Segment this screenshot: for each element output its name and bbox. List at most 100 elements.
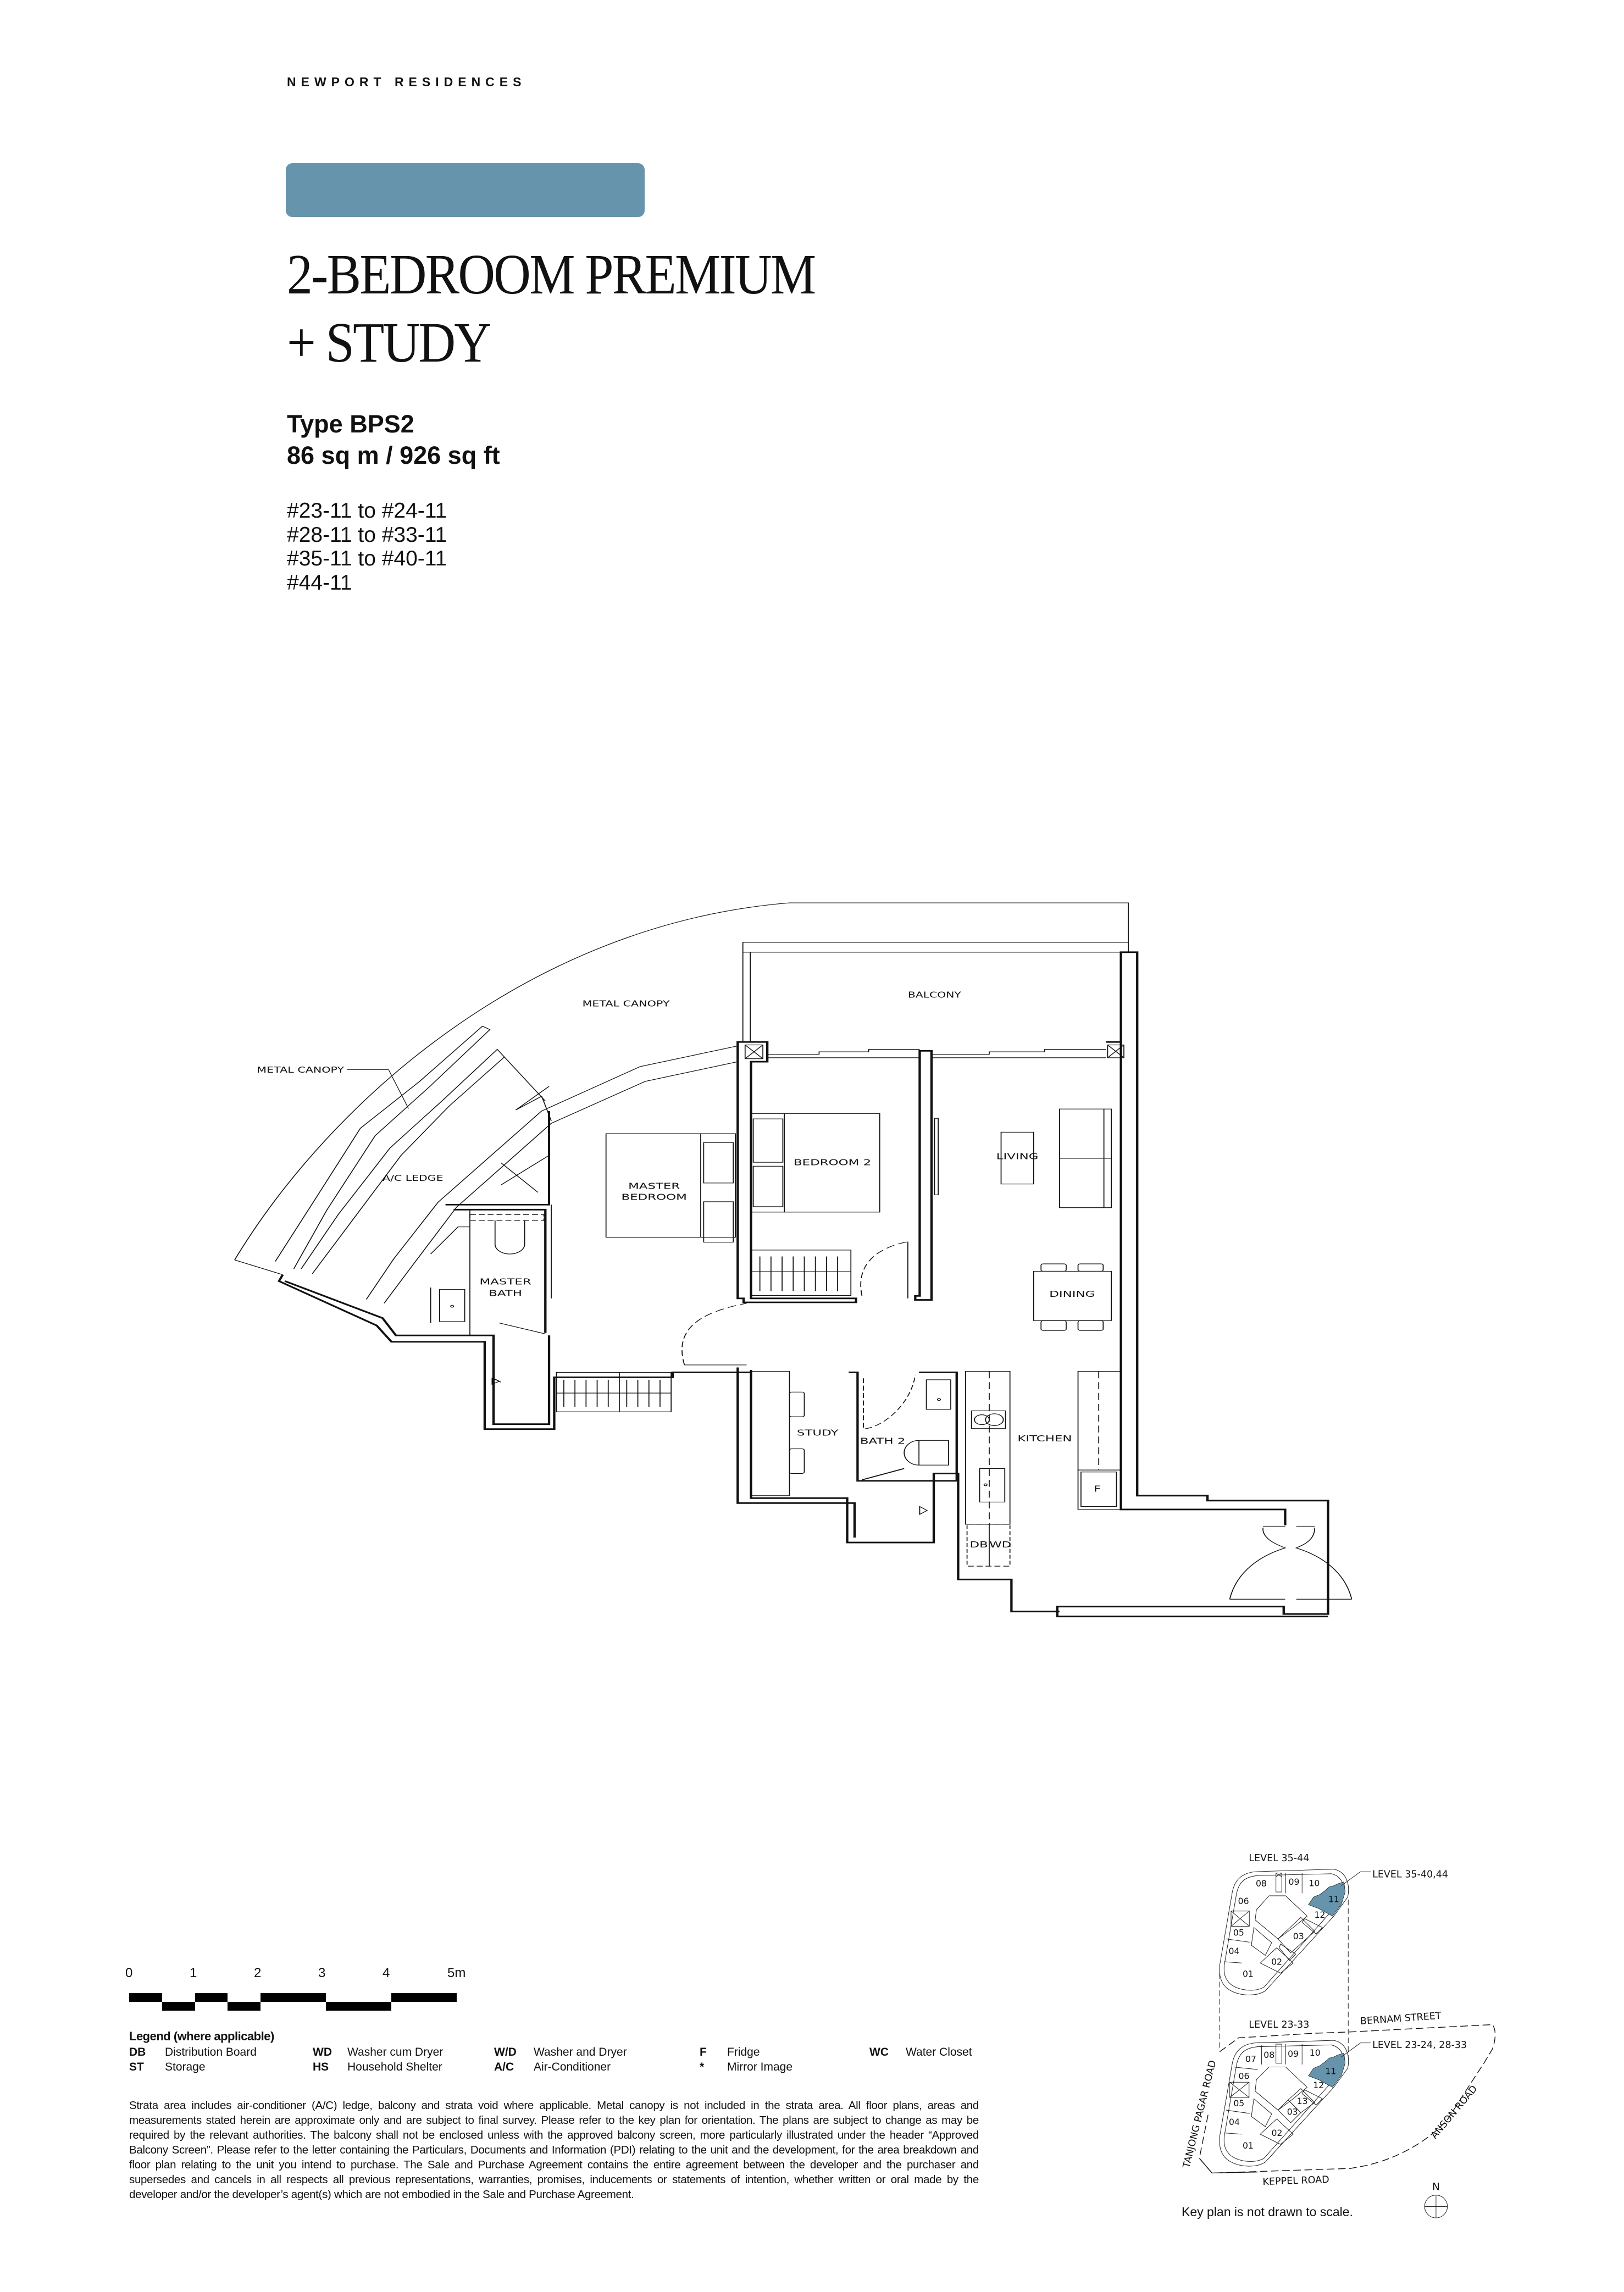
unit-label: 04: [1229, 1946, 1240, 1956]
legend-item: ST: [129, 2061, 144, 2074]
unit-number-range: #28-11 to #33-11: [287, 523, 447, 547]
unit-label: 06: [1239, 2071, 1250, 2082]
legend-abbr: DB: [129, 2046, 146, 2058]
scale-tick-label: 4: [383, 1966, 390, 1980]
key-plan-note: Key plan is not drawn to scale.: [1182, 2205, 1353, 2219]
legend-desc: Water Closet: [906, 2046, 972, 2058]
floor-plan: METAL CANOPY METAL CANOPY BALCONY A/C LE…: [220, 879, 1374, 1649]
unit-type: Type BPS2: [287, 410, 414, 438]
unit-label: 01: [1243, 1969, 1254, 1979]
hob: [971, 1410, 1006, 1429]
legend-abbr: ST: [129, 2061, 144, 2073]
unit-label: 07: [1245, 2054, 1256, 2064]
unit-numbers-list: #23-11 to #24-11 #28-11 to #33-11 #35-11…: [287, 499, 447, 595]
master-bath-basin: [439, 1289, 465, 1322]
label-living: LIVING: [996, 1152, 1039, 1162]
legend-abbr: WD: [313, 2046, 332, 2058]
legend-title: Legend (where applicable): [129, 2029, 274, 2043]
label-dining: DINING: [1049, 1289, 1095, 1299]
street-bernam: BERNAM STREET: [1360, 2011, 1442, 2027]
street-anson: ANSON ROAD: [1429, 2084, 1479, 2141]
label-db: DB: [969, 1540, 988, 1550]
key-plan: LEVEL 35-44 LEVEL 35-40,44 LEVEL 23-33 L…: [1181, 1846, 1577, 2242]
unit-number-range: #23-11 to #24-11: [287, 499, 447, 523]
legend-item: DB: [129, 2046, 146, 2059]
label-master-bath: MASTER: [480, 1277, 531, 1287]
label-wd: WD: [989, 1540, 1011, 1550]
legend-abbr: HS: [313, 2061, 329, 2073]
highlighted-unit-lower: [1308, 2052, 1346, 2088]
legend-abbr: F: [700, 2046, 707, 2058]
label-bedroom-2: BEDROOM 2: [794, 1157, 871, 1167]
unit-number-range: #35-11 to #40-11: [287, 547, 447, 570]
legend-item: W/D: [494, 2046, 517, 2059]
unit-label: 03: [1293, 1931, 1304, 1941]
unit-label: 01: [1243, 2140, 1254, 2151]
unit-label: 06: [1238, 1896, 1249, 1906]
fridge: [1077, 1469, 1122, 1510]
unit-label: 11: [1325, 2066, 1336, 2076]
scale-bar: [129, 1993, 459, 2012]
unit-label: 09: [1288, 2049, 1299, 2059]
master-bath-wc: [494, 1220, 525, 1255]
street-keppel: KEPPEL ROAD: [1262, 2174, 1329, 2188]
legend-item: F: [700, 2046, 707, 2059]
label-master-bath: BATH: [489, 1288, 522, 1298]
label-metal-canopy-left: METAL CANOPY: [257, 1065, 344, 1075]
legend-item: A/C: [494, 2061, 514, 2074]
unit-label: 09: [1288, 1877, 1299, 1887]
title-line-2: + STUDY: [287, 311, 491, 374]
unit-area: 86 sq m / 926 sq ft: [287, 441, 500, 469]
legend-desc: Washer cum Dryer: [347, 2046, 444, 2058]
label-metal-canopy-top: METAL CANOPY: [583, 998, 670, 1008]
unit-number-range: #44-11: [287, 570, 352, 595]
scale-tick-label: 5m: [447, 1966, 466, 1980]
bedroom-2-wardrobe: [750, 1250, 852, 1296]
legend-desc: Household Shelter: [347, 2061, 442, 2073]
kitchen-sink: [979, 1468, 1006, 1503]
column: [744, 1044, 763, 1059]
legend-desc: Distribution Board: [165, 2046, 257, 2058]
callout-label-upper: LEVEL 35-40,44: [1372, 1869, 1448, 1880]
label-bath-2: BATH 2: [860, 1436, 906, 1446]
unit-label: 02: [1272, 2128, 1283, 2138]
kitchen-counter: [965, 1371, 1011, 1525]
legend-abbr: WC: [869, 2046, 889, 2058]
legend-desc: Mirror Image: [727, 2061, 793, 2073]
unit-label: 04: [1229, 2117, 1240, 2127]
scale-tick-label: 1: [190, 1966, 197, 1980]
label-master-bedroom: MASTER: [628, 1181, 680, 1191]
legend-item: WC: [869, 2046, 889, 2059]
scale-tick-label: 0: [125, 1966, 133, 1980]
callout-label-lower: LEVEL 23-24, 28-33: [1372, 2040, 1467, 2051]
disclaimer-text: Strata area includes air-conditioner (A/…: [129, 2099, 979, 2201]
dining-table: [1033, 1270, 1112, 1321]
unit-label: 05: [1233, 1927, 1244, 1938]
scale-tick-label: 2: [254, 1966, 262, 1980]
scale-tick-label: 3: [318, 1966, 326, 1980]
master-bed: [605, 1133, 736, 1238]
master-wardrobe: [556, 1372, 672, 1412]
legend-item: *: [700, 2061, 704, 2074]
legend-desc: Air-Conditioner: [534, 2061, 611, 2073]
north-label: N: [1432, 2181, 1440, 2193]
legend-abbr: *: [700, 2061, 705, 2073]
label-fridge: F: [1094, 1484, 1101, 1494]
column: [1107, 1044, 1124, 1058]
label-kitchen: KITCHEN: [1017, 1434, 1072, 1444]
unit-label: 10: [1309, 1878, 1320, 1888]
unit-label: 11: [1328, 1894, 1339, 1905]
unit-label: 05: [1233, 2098, 1244, 2108]
unit-label: 08: [1256, 1878, 1267, 1889]
accent-bar: [286, 163, 645, 217]
legend-desc: Washer and Dryer: [534, 2046, 627, 2058]
unit-label: 08: [1263, 2050, 1274, 2060]
legend-desc: Fridge: [727, 2046, 760, 2058]
unit-label: 10: [1310, 2047, 1321, 2058]
label-master-bedroom: BEDROOM: [621, 1192, 686, 1202]
page-title: 2-BEDROOM PREMIUM + STUDY: [287, 241, 816, 377]
unit-label: 12: [1313, 2080, 1324, 2090]
unit-label: 12: [1315, 1910, 1326, 1920]
unit-label: 03: [1287, 2106, 1298, 2117]
highlighted-unit-upper: [1308, 1882, 1346, 1917]
